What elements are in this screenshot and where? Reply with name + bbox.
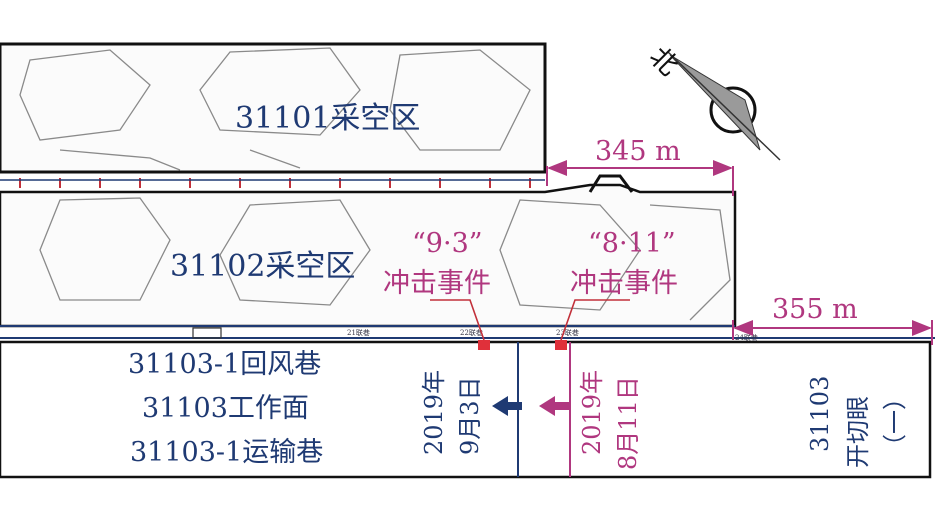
compass-north-label: 北 [643, 41, 684, 82]
event-9-3-type: 冲击事件 [383, 268, 491, 299]
dimension-label-345: 345 m [595, 136, 681, 167]
event-8-11-name: “8·11” [588, 228, 676, 259]
event-8-11-year: 2019年 [578, 370, 606, 455]
event-marker-9-3 [478, 340, 490, 350]
station-box [192, 327, 222, 339]
event-marker-8-11 [555, 340, 567, 350]
station-label-1: 21联巷 [347, 328, 370, 337]
event-9-3-name: “9·3” [412, 228, 483, 259]
event-8-11-date: 8月11日 [614, 376, 642, 470]
advance-arrow-8-11 [539, 396, 569, 416]
label-cut-hole-number: （一） [881, 386, 909, 458]
dimension-345 [546, 160, 734, 196]
label-return-airway: 31103-1回风巷 [128, 349, 321, 380]
station-label-3: 23联巷 [556, 328, 579, 337]
goaf-31101-block [0, 42, 547, 174]
event-9-3-year: 2019年 [420, 370, 448, 455]
compass-icon [667, 51, 781, 161]
dimension-label-355: 355 m [772, 294, 858, 325]
advance-arrow-9-3 [492, 396, 522, 416]
leader-8-11 [560, 299, 630, 341]
label-goaf-31101: 31101采空区 [235, 101, 420, 136]
event-8-11-type: 冲击事件 [570, 268, 678, 299]
label-cut-hole-id: 31103 [806, 376, 834, 452]
label-working-face: 31103工作面 [142, 393, 309, 424]
station-label-2: 22联巷 [460, 328, 483, 337]
leader-9-3 [430, 299, 485, 341]
label-haulage-roadway: 31103-1运输巷 [130, 437, 323, 468]
station-label-4: 24联巷 [735, 333, 758, 342]
label-cut-hole-name: 开切眼 [844, 396, 872, 468]
event-9-3-date: 9月3日 [456, 376, 484, 455]
label-goaf-31102: 31102采空区 [170, 249, 355, 284]
face-31103-block [0, 340, 932, 479]
dimension-355 [732, 320, 933, 345]
